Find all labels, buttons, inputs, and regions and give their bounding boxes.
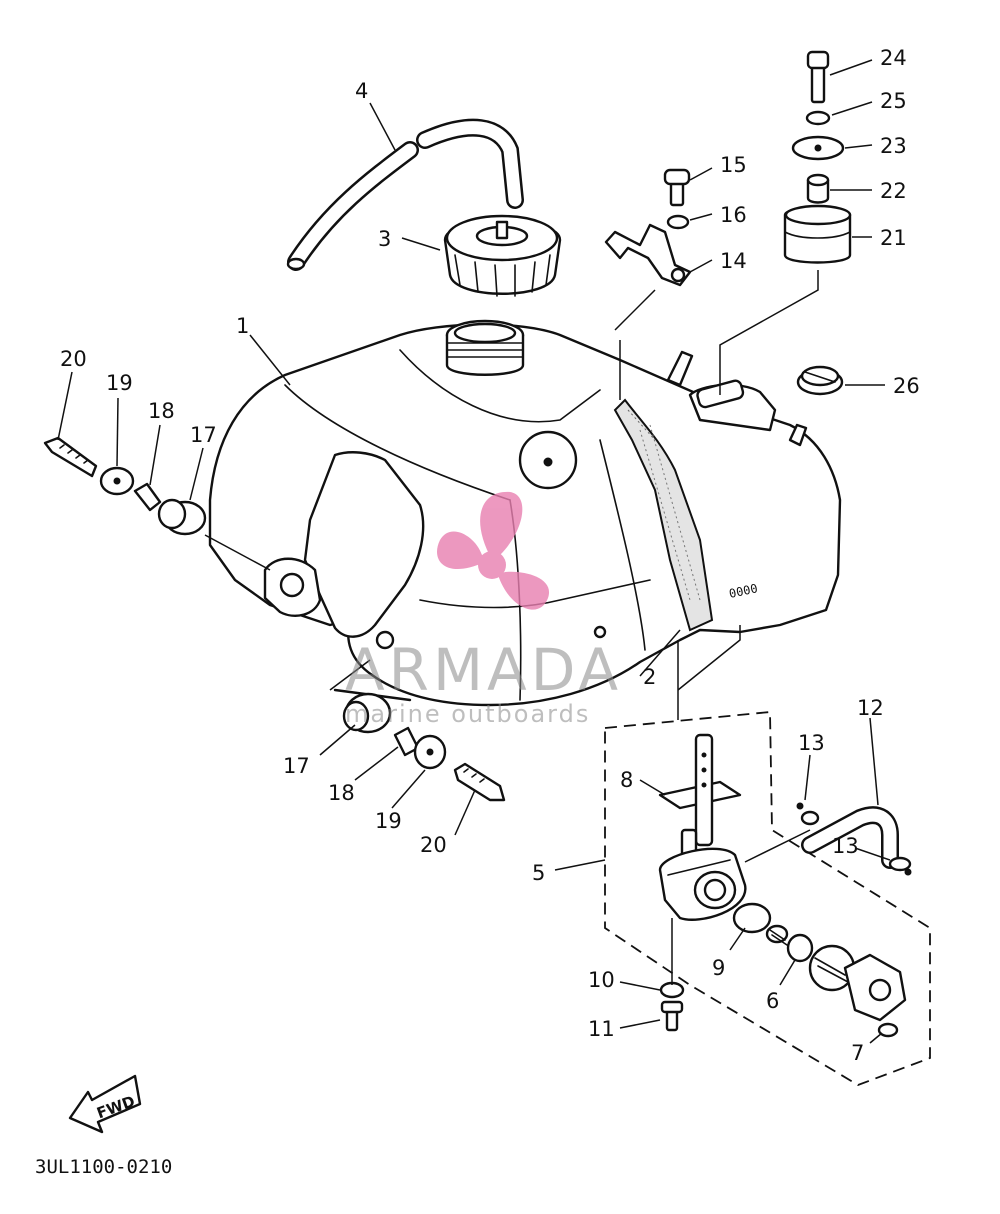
callout-21: 21: [880, 226, 907, 250]
callout-13b: 13: [832, 834, 859, 858]
callout-4: 4: [355, 79, 368, 103]
fwd-arrow: FWD: [68, 1074, 142, 1134]
callout-25: 25: [880, 89, 907, 113]
callout-2: 2: [643, 665, 656, 689]
leader-lines: [57, 59, 891, 1044]
callout-3: 3: [378, 227, 391, 251]
callout-16: 16: [720, 203, 747, 227]
callout-26: 26: [893, 374, 920, 398]
fuel-cock-assembly: [604, 625, 931, 1086]
callout-9: 9: [712, 956, 725, 980]
callout-10: 10: [588, 968, 615, 992]
callout-8: 8: [620, 768, 633, 792]
callout-17a: 17: [190, 423, 217, 447]
callout-24: 24: [880, 46, 907, 70]
callout-12: 12: [857, 696, 884, 720]
propeller-logo-icon: [437, 491, 550, 610]
armada-watermark: ARMADA marine outboards: [345, 491, 622, 728]
bracket-and-mount: [604, 50, 852, 400]
callout-13a: 13: [798, 731, 825, 755]
callout-23: 23: [880, 134, 907, 158]
callout-6: 6: [766, 989, 779, 1013]
lower-mount-parts: [329, 659, 506, 802]
callout-5: 5: [532, 861, 545, 885]
callout-20a: 20: [60, 347, 87, 371]
callout-labels: 1 2 3 4 5 6 7 8 9 10 11 12 13 13 14 15 1…: [60, 46, 920, 1065]
callout-22: 22: [880, 179, 907, 203]
fuel-tank: 0000: [208, 319, 842, 707]
watermark-brand: ARMADA: [345, 636, 622, 704]
callout-7: 7: [851, 1041, 864, 1065]
callout-18a: 18: [148, 399, 175, 423]
diagram-code: 3UL1100-0210: [35, 1156, 172, 1178]
callout-15: 15: [720, 153, 747, 177]
callout-17b: 17: [283, 754, 310, 778]
callout-19a: 19: [106, 371, 133, 395]
callout-11: 11: [588, 1017, 615, 1041]
breather-hose: [286, 118, 524, 271]
fuel-cap: [443, 214, 562, 297]
callout-18b: 18: [328, 781, 355, 805]
callout-14: 14: [720, 249, 747, 273]
callout-20b: 20: [420, 833, 447, 857]
svg-text:0000: 0000: [728, 581, 759, 601]
grommet-26: [796, 365, 844, 396]
left-mount-parts: [43, 436, 271, 571]
watermark-tagline: marine outboards: [345, 700, 590, 728]
tank-damper-strip: [613, 398, 714, 632]
callout-19b: 19: [375, 809, 402, 833]
callout-1: 1: [236, 314, 249, 338]
